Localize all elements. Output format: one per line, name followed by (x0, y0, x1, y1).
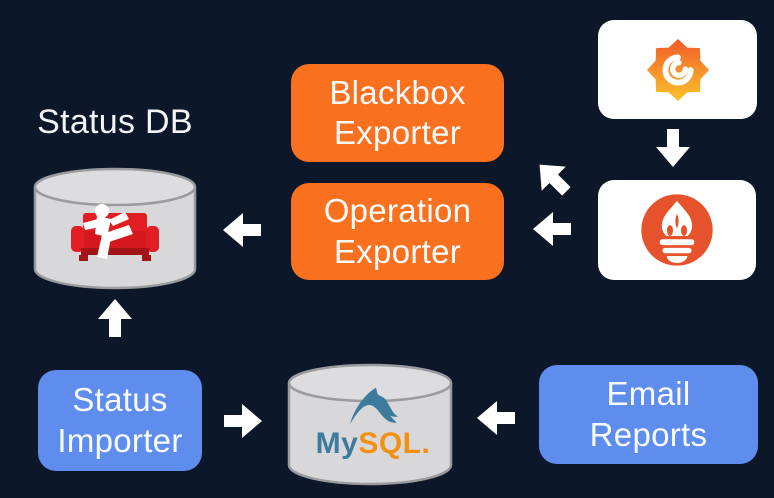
status-importer-label-line1: Status (72, 381, 168, 419)
status-importer-node: Status Importer (38, 370, 202, 471)
status-importer-label-line2: Importer (57, 421, 183, 459)
prometheus-logo (641, 194, 713, 266)
email-reports-node: Email Reports (539, 365, 758, 464)
operation-exporter-label-line2: Exporter (333, 232, 462, 270)
arrow-grafana-to-prometheus (656, 129, 690, 167)
couchdb-couch-icon (69, 203, 161, 269)
operation-exporter-node: Operation Exporter (291, 183, 504, 280)
grafana-logo (646, 38, 709, 101)
arrow-operation-exporter-to-status-db (223, 213, 261, 247)
database-cylinder-icon (287, 363, 453, 486)
prometheus-node (598, 180, 756, 280)
mysql-cylinder: MySQL. (287, 362, 453, 488)
blackbox-exporter-label-line1: Blackbox (329, 73, 466, 111)
arrow-prometheus-to-operation-exporter (533, 212, 571, 246)
grafana-node (598, 20, 757, 119)
status-db-cylinder (33, 167, 197, 291)
mysql-wordmark-sql: SQL (358, 427, 422, 460)
mysql-wordmark-dot: . (421, 427, 431, 460)
blackbox-exporter-node: Blackbox Exporter (291, 64, 504, 162)
relaxing-figure-icon (83, 204, 133, 259)
mysql-wordmark-my: My (315, 427, 359, 460)
blackbox-exporter-label-line2: Exporter (333, 114, 462, 151)
mysql-dolphin-icon (350, 387, 398, 425)
arrow-email-reports-to-mysql (477, 401, 515, 435)
arrow-status-importer-to-mysql (224, 404, 262, 438)
email-reports-label-line2: Reports (589, 415, 708, 453)
status-db-label: Status DB (37, 103, 193, 141)
arrow-prometheus-to-blackbox-exporter (528, 153, 579, 204)
email-reports-label-line1: Email (606, 375, 691, 413)
arrow-mysql-to-status-db (98, 299, 132, 337)
operation-exporter-label-line1: Operation (323, 192, 472, 230)
mysql-logo: MySQL. (315, 384, 431, 470)
mysql-wordmark: MySQL. (315, 429, 431, 459)
